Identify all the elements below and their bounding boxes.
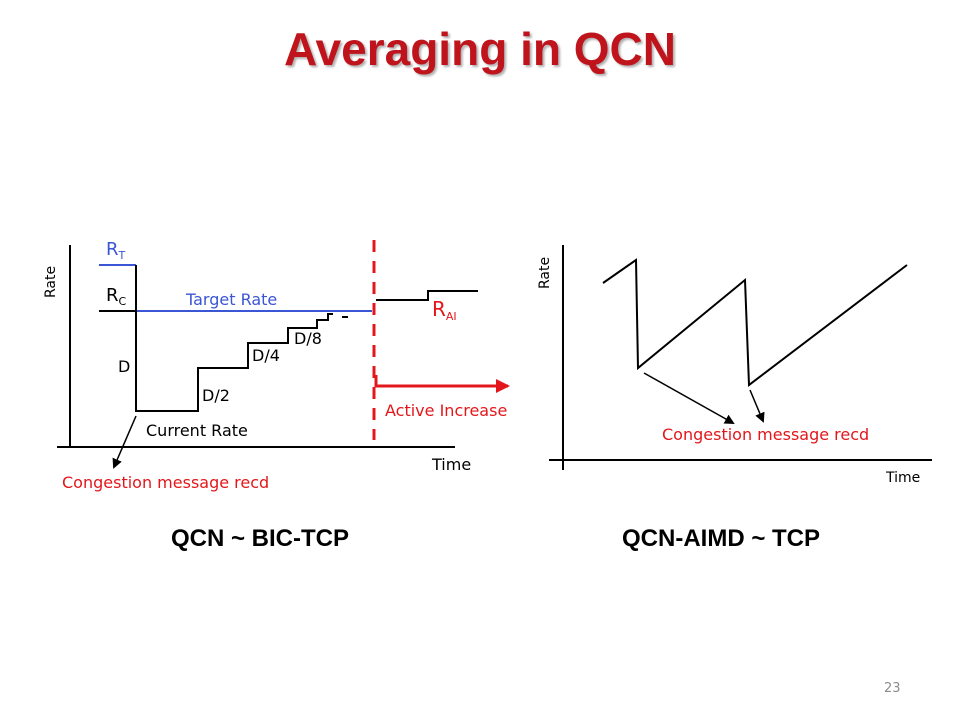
- rt-label: RT: [106, 239, 126, 262]
- rai-label: RAI: [432, 297, 457, 323]
- d4-label: D/4: [252, 346, 280, 365]
- active-increase-label: Active Increase: [385, 401, 507, 420]
- current-rate-label: Current Rate: [146, 421, 248, 440]
- left-caption: QCN ~ BIC-TCP: [171, 525, 349, 552]
- right-congestion-arrow-1: [643, 372, 735, 424]
- right-diagram: Rate Time Congestion message recd QCN-AI…: [537, 245, 932, 552]
- left-congestion-label: Congestion message recd: [62, 473, 269, 492]
- right-caption: QCN-AIMD ~ TCP: [622, 525, 820, 552]
- d8-label: D/8: [294, 329, 322, 348]
- rc-label: RC: [106, 285, 127, 308]
- aimd-sawtooth: [602, 258, 908, 387]
- left-y-axis-label: Rate: [43, 266, 59, 298]
- right-congestion-label: Congestion message recd: [662, 425, 869, 444]
- left-x-axis-label: Time: [431, 455, 471, 474]
- target-rate-label: Target Rate: [185, 290, 277, 309]
- left-congestion-arrow: [112, 415, 137, 469]
- right-x-axis-label: Time: [885, 470, 920, 486]
- current-rate-steps: [135, 265, 333, 412]
- page-number: 23: [884, 681, 901, 696]
- d2-label: D/2: [202, 386, 230, 405]
- slide-title: Averaging in QCN: [284, 23, 676, 75]
- active-increase-arrow: [374, 375, 510, 393]
- active-increase-rate: [376, 290, 478, 301]
- right-congestion-arrow-2: [749, 389, 765, 423]
- left-diagram: Rate Time RT RC Target Rate D D/2 D/4 D/…: [43, 239, 510, 552]
- right-y-axis-label: Rate: [537, 257, 553, 289]
- d-label: D: [118, 357, 130, 376]
